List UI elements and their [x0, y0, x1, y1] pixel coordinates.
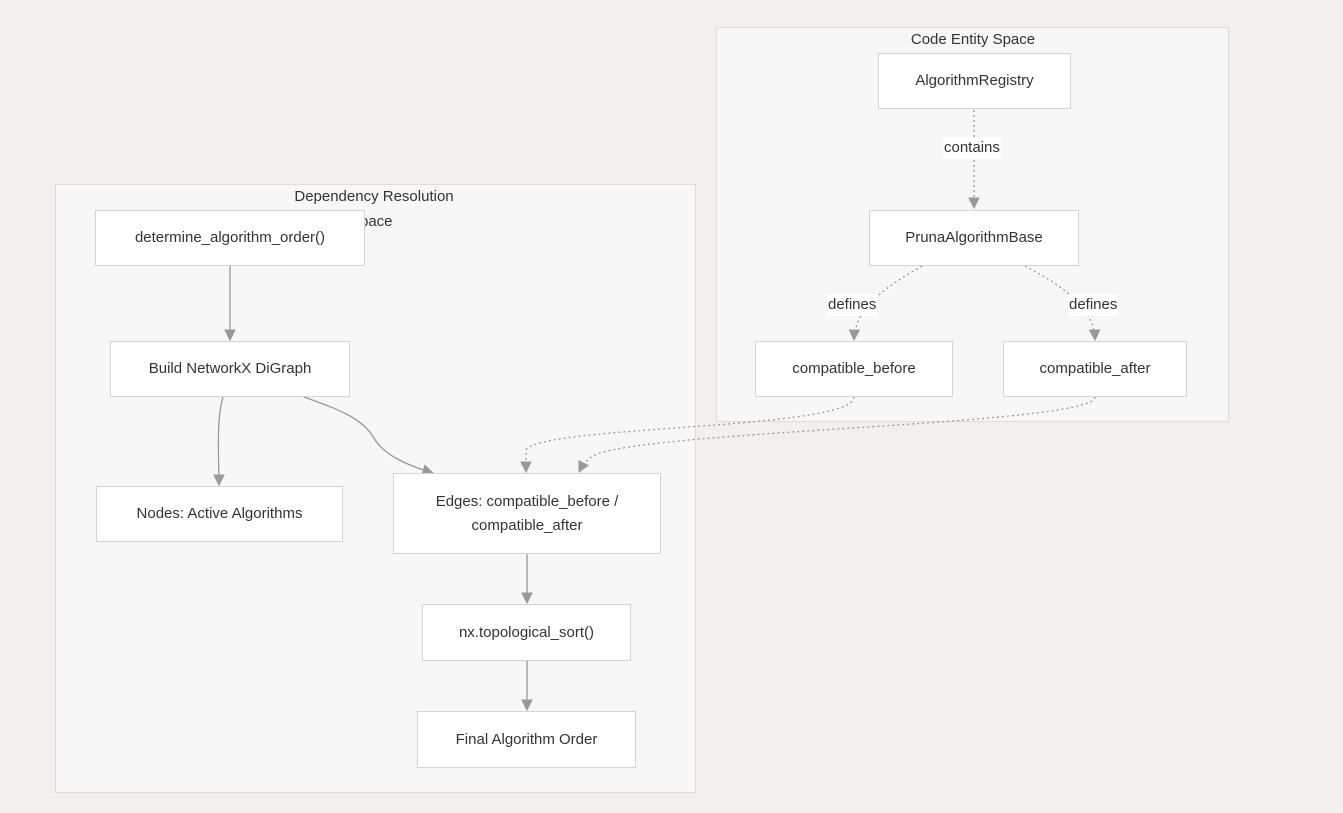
edge-compat-before-to-edges	[520, 396, 855, 474]
node-algorithm-registry: AlgorithmRegistry	[878, 53, 1071, 109]
node-determine-algorithm-order: determine_algorithm_order()	[95, 210, 365, 266]
node-edges-compatibility: Edges: compatible_before / compatible_af…	[393, 473, 661, 554]
node-compatible-after: compatible_after	[1003, 341, 1187, 397]
code-entity-cluster-title: Code Entity Space	[910, 31, 1036, 48]
node-final-algorithm-order: Final Algorithm Order	[417, 711, 636, 768]
node-edges-line1: Edges: compatible_before /	[435, 492, 619, 510]
edge-label-contains: contains	[943, 137, 1001, 159]
edge-compat-after-to-edges	[578, 396, 1096, 474]
edge-build-to-edges	[303, 396, 435, 476]
node-build-networkx-digraph: Build NetworkX DiGraph	[110, 341, 350, 397]
node-topological-sort: nx.topological_sort()	[422, 604, 631, 661]
node-edges-line2: compatible_after	[471, 516, 583, 534]
edge-build-to-nodes	[213, 396, 225, 487]
edge-base-to-compat-after	[1024, 265, 1101, 342]
node-active-algorithms: Nodes: Active Algorithms	[96, 486, 343, 542]
dependency-cluster-title-line1: Dependency Resolution	[294, 188, 454, 205]
edge-label-defines-right: defines	[1068, 294, 1119, 316]
edge-label-defines-left: defines	[827, 294, 878, 316]
node-compatible-before: compatible_before	[755, 341, 953, 397]
node-pruna-algorithm-base: PrunaAlgorithmBase	[869, 210, 1079, 266]
dependency-cluster-title-line2: pace	[360, 213, 393, 230]
